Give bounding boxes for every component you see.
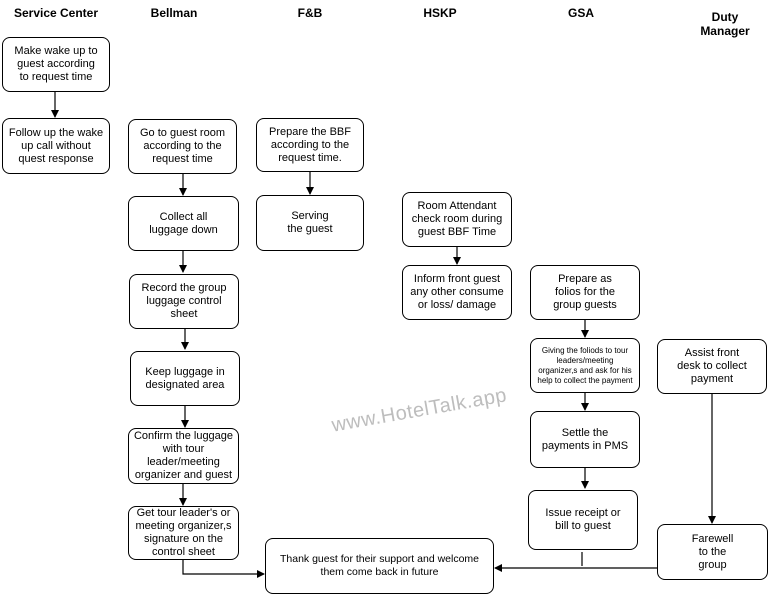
box-fb-prepare: Prepare the BBF according to the request… (256, 118, 364, 172)
box-gsa-issue: Issue receipt or bill to guest (528, 490, 638, 550)
box-hk-inform: Inform front guest any other consume or … (402, 265, 512, 320)
box-bm-collect: Collect all luggage down (128, 196, 239, 251)
box-bm-record: Record the group luggage control sheet (129, 274, 239, 329)
box-bm-signature: Get tour leader's or meeting organizer,s… (128, 506, 239, 560)
column-header-duty-manager: Duty Manager (700, 10, 750, 38)
box-bm-keep: Keep luggage in designated area (130, 351, 240, 406)
column-header-bellman: Bellman (150, 6, 198, 20)
box-bm-confirm: Confirm the luggage with tour leader/mee… (128, 428, 239, 484)
box-gsa-settle: Settle the payments in PMS (530, 411, 640, 468)
box-gsa-giving: Giving the foliods to tour leaders/meeti… (530, 338, 640, 393)
box-gsa-prepare: Prepare as folios for the group guests (530, 265, 640, 320)
column-header-service-center: Service Center (13, 6, 99, 20)
column-header-gsa: GSA (567, 6, 594, 20)
column-header-fb: F&B (297, 6, 323, 20)
box-hk-check: Room Attendant check room during guest B… (402, 192, 512, 247)
box-thank-guest: Thank guest for their support and welcom… (265, 538, 494, 594)
box-sc-followup: Follow up the wake up call without quest… (2, 118, 110, 174)
box-sc-wakeup: Make wake up to guest according to reque… (2, 37, 110, 92)
box-fb-serving: Serving the guest (256, 195, 364, 251)
column-header-hskp: HSKP (423, 6, 457, 20)
arrow-bm-signature-to-thank (182, 560, 265, 578)
box-dm-assist: Assist front desk to collect payment (657, 339, 767, 394)
box-bm-goto: Go to guest room according to the reques… (128, 119, 237, 174)
box-dm-farewell: Farewell to the group (657, 524, 768, 580)
